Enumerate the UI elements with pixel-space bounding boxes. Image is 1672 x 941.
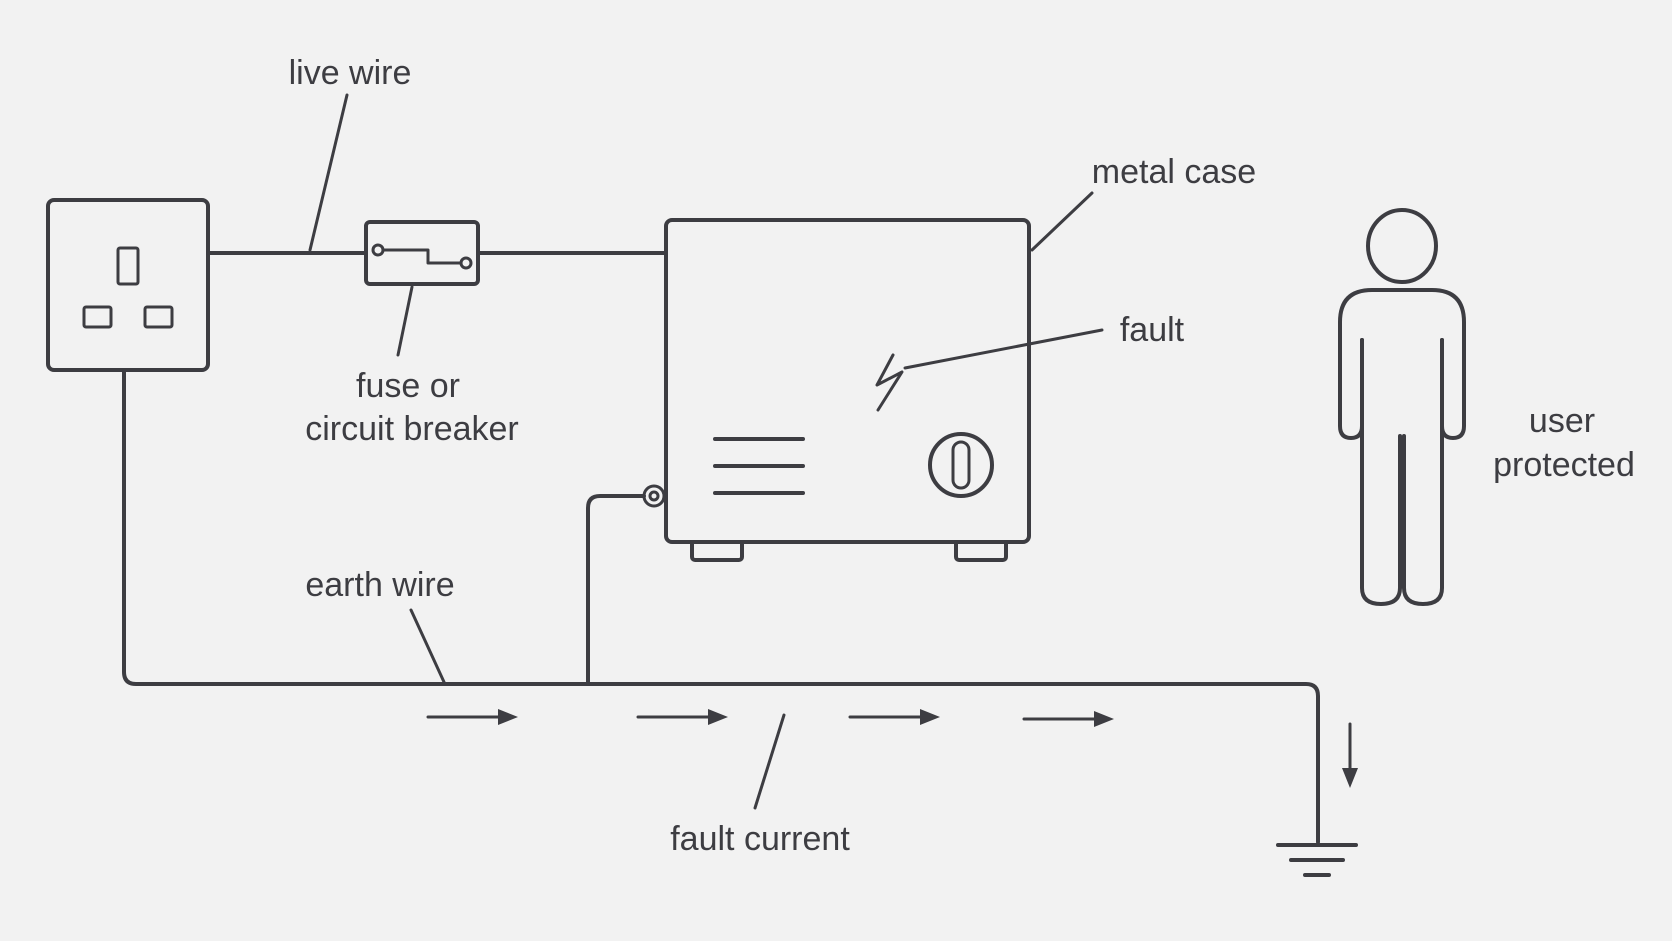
metal-case-label: metal case	[1092, 153, 1256, 191]
user-label-line1: user	[1529, 402, 1595, 440]
user-label-line2: protected	[1493, 446, 1635, 484]
fuse-label-line1: fuse or	[356, 367, 460, 405]
fuse-icon	[364, 220, 480, 286]
earth-wire	[122, 368, 1320, 844]
live-wire-label: live wire	[289, 54, 412, 92]
fuse-label-line2: circuit breaker	[305, 410, 519, 448]
person-icon	[1338, 208, 1466, 606]
ground-symbol-icon	[1276, 843, 1358, 877]
leader-lines	[308, 93, 1104, 810]
earth-wire-label: earth wire	[305, 566, 454, 604]
fault-current-arrows	[426, 709, 1358, 788]
appliance-icon	[642, 218, 1031, 562]
wall-socket-icon	[46, 198, 210, 372]
fault-current-label: fault current	[670, 820, 850, 858]
lightning-icon	[875, 353, 904, 412]
fault-label: fault	[1120, 311, 1185, 349]
